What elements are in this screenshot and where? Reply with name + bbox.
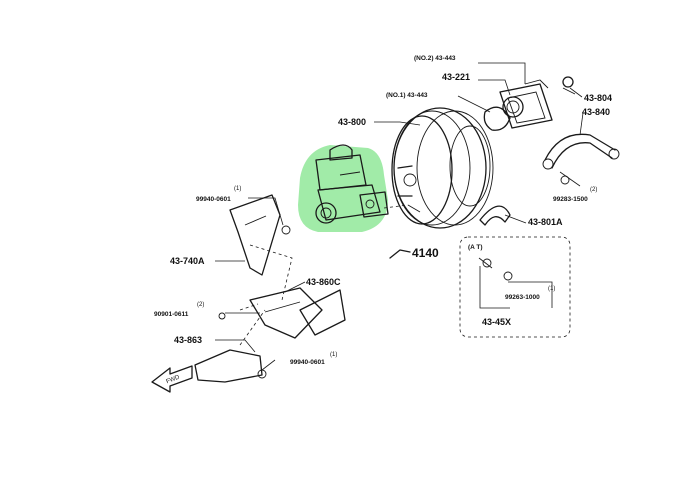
label-43860c: 43-860C: [306, 277, 341, 287]
bracket-43-740a: [229, 194, 293, 301]
label-q1a: (1): [234, 186, 241, 192]
label-no2-43443: (NO.2) 43-443: [414, 55, 456, 62]
label-43801a: 43-801A: [528, 217, 563, 227]
bolt-at-1: [482, 258, 492, 268]
highlight-shape: [298, 145, 388, 232]
label-q1b: (1): [548, 286, 555, 292]
label-at: (A T): [468, 244, 483, 251]
label-43740a: 43-740A: [170, 256, 205, 266]
label-43840: 43-840: [582, 107, 610, 117]
callout-labels: (NO.2) 43-443 43-221 43-804 (NO.1) 43-44…: [154, 55, 612, 385]
label-99940a: 99940-0601: [196, 196, 231, 203]
bolt-90901: [218, 312, 226, 320]
label-43863: 43-863: [174, 335, 202, 345]
label-q1c: (1): [330, 352, 337, 358]
bracket-43-863: [194, 309, 267, 383]
label-99263: 99263-1000: [505, 294, 540, 301]
label-90901: 90901-0611: [154, 311, 189, 318]
gasket-assembly: [483, 76, 576, 131]
label-4140: 4140: [412, 246, 439, 260]
bracket-43-860c: [239, 287, 346, 339]
leader-lines: [215, 62, 584, 371]
bolt-at-2: [503, 271, 513, 281]
label-43221: 43-221: [442, 72, 470, 82]
ref-4140-arrow: [389, 249, 411, 259]
label-99940b: 99940-0601: [290, 359, 325, 366]
label-43804: 43-804: [584, 93, 612, 103]
spacer-part: [479, 205, 511, 226]
label-no1-43443: (NO.1) 43-443: [386, 92, 428, 99]
forward-arrow: [151, 365, 193, 393]
label-q2b: (2): [197, 302, 204, 308]
label-43x: 43-45X: [482, 317, 511, 327]
label-43800: 43-800: [338, 117, 366, 127]
label-99283: 99283-1500: [553, 196, 588, 203]
label-q2a: (2): [590, 187, 597, 193]
master-cylinder-highlight: [298, 145, 388, 232]
master-cylinder: [315, 144, 389, 224]
brake-booster: [383, 107, 494, 229]
label-fwd: FWD: [166, 374, 182, 385]
bolt-at-shank: [478, 257, 493, 269]
vacuum-hose: [542, 133, 620, 185]
